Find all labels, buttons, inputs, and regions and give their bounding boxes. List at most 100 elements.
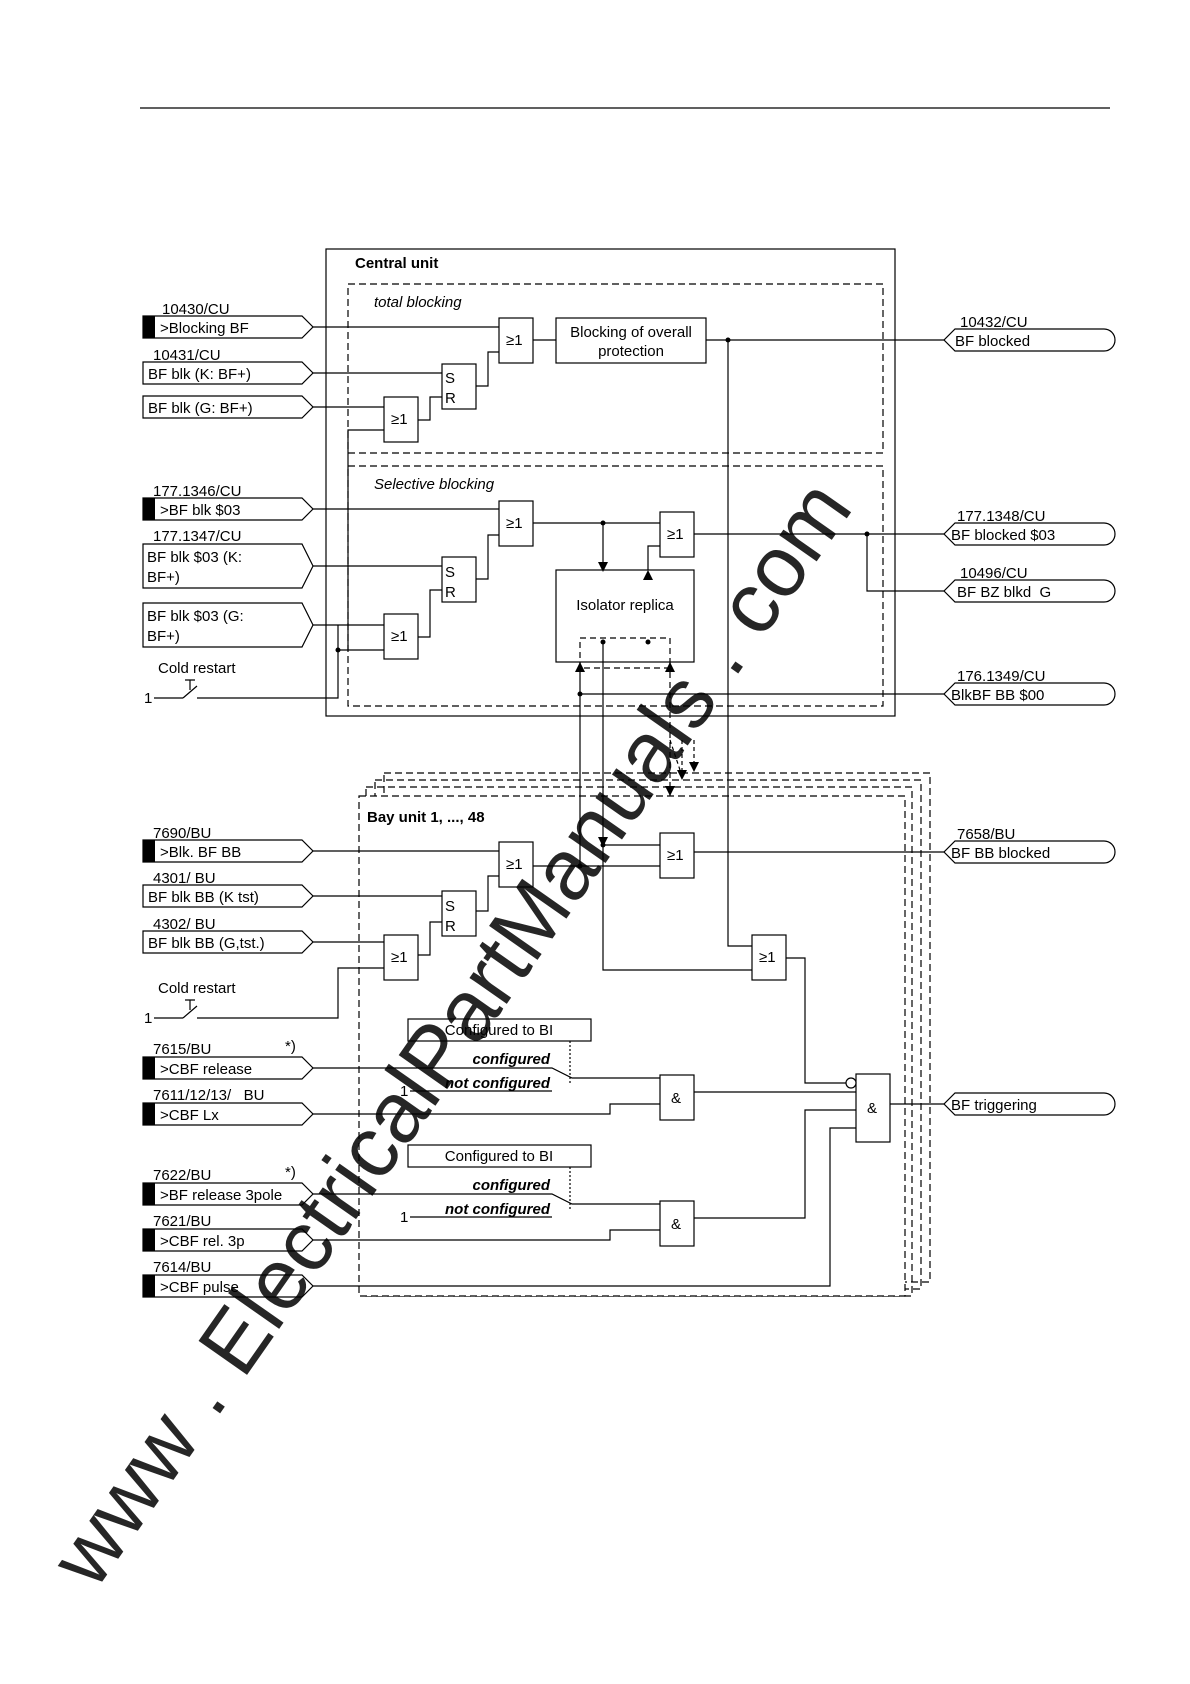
input-marker-1	[143, 316, 155, 338]
junction-6	[645, 639, 651, 645]
and-gate-1-label: &	[671, 1090, 681, 1107]
inverter-bubble	[845, 1077, 857, 1089]
switch-icon-cold-restart-bay	[182, 999, 198, 1019]
junction-3	[864, 531, 870, 537]
input-number-bf-blk-03: 177.1346/CU	[153, 483, 241, 500]
input-number-cbf-lx: 7611/12/13/ BU	[153, 1087, 264, 1104]
or-gate-selective-label: ≥1	[506, 515, 523, 532]
cold-restart-label-bay: Cold restart	[158, 980, 236, 997]
input-number-cbf-pulse: 7614/BU	[153, 1259, 211, 1276]
sr-selective-s: S	[445, 564, 455, 581]
input-number-cbf-rel-3p: 7621/BU	[153, 1213, 211, 1230]
arrow-up-1	[575, 662, 585, 672]
output-box-bf-blocked-03	[943, 522, 1116, 546]
selective-blocking-label: Selective blocking	[374, 476, 495, 493]
arrow-up-2	[665, 662, 675, 672]
wire-or-to-sr-r	[418, 396, 442, 421]
input-number-bf-release-3pole: 7622/BU	[153, 1167, 211, 1184]
arrow-down-3	[665, 786, 675, 796]
wire-isolator-down-2	[602, 642, 752, 971]
or-gate-selective-out-label: ≥1	[667, 526, 684, 543]
output-label-bf-blocked: BF blocked	[955, 333, 1030, 350]
or-gate-selective-reset-label: ≥1	[391, 628, 408, 645]
input-marker-6	[143, 1183, 155, 1205]
wire-isolator-to-or	[647, 545, 660, 570]
output-box-bf-blocked	[943, 328, 1116, 352]
output-number-blkbf-bb: 176.1349/CU	[957, 668, 1045, 685]
output-number-bf-blocked-03: 177.1348/CU	[957, 508, 1045, 525]
input-box-bf-blk-bb-g	[142, 930, 314, 954]
output-box-blkbf-bb-00	[943, 682, 1116, 706]
input-label-bf-blk-g: BF blk (G: BF+)	[148, 400, 253, 417]
output-label-blkbf-bb: BlkBF BB $00	[951, 687, 1044, 704]
sr-total-s: S	[445, 370, 455, 387]
central-unit-frame	[325, 248, 896, 717]
input-note-bf-release-3pole: *)	[285, 1164, 296, 1181]
or-gate-bay-block-label: ≥1	[506, 856, 523, 873]
sr-bay-r: R	[445, 918, 456, 935]
output-number-bf-blocked: 10432/CU	[960, 314, 1028, 331]
input-marker-3	[143, 840, 155, 862]
or-gate-bay-block	[498, 841, 534, 888]
input-box-bf-blk-03-k	[142, 543, 314, 589]
sr-selective-r: R	[445, 584, 456, 601]
output-label-bf-bb-blocked: BF BB blocked	[951, 845, 1050, 862]
or-gate-total-reset-label: ≥1	[391, 411, 408, 428]
configured-1: configured	[473, 1051, 551, 1068]
blocking-overall-line2: protection	[598, 343, 664, 360]
arrow-to-isolator	[598, 562, 608, 572]
config-title-2: Configured to BI	[445, 1148, 553, 1165]
and-gate-bf-triggering	[855, 1073, 891, 1143]
input-label-bf-blk-k: BF blk (K: BF+)	[148, 366, 251, 383]
output-label-bf-bz-blkd: BF BZ blkd G	[957, 584, 1051, 601]
junction-9	[600, 842, 606, 848]
wire-bay-or-to-sr	[418, 921, 442, 956]
total-blocking-label: total blocking	[374, 294, 462, 311]
central-unit-title: Central unit	[355, 255, 438, 272]
wire-cold-restart-bay-b	[197, 967, 384, 1019]
input-marker-2	[143, 498, 155, 520]
junction-1	[725, 337, 731, 343]
cold-restart-label-central: Cold restart	[158, 660, 236, 677]
isolator-replica-box	[555, 569, 695, 663]
or-gate-bay-out	[659, 832, 695, 879]
input-number-bf-blk-bb-g: 4302/ BU	[153, 916, 216, 933]
config-box-bf-release-3pole	[407, 1144, 592, 1168]
input-number-blocking-bf: 10430/CU	[162, 301, 230, 318]
or-gate-bay-out-label: ≥1	[667, 847, 684, 864]
output-box-bf-bz-blkd-g	[943, 579, 1116, 603]
bay-unit-title: Bay unit 1, ..., 48	[367, 809, 485, 826]
constant-1: 1	[400, 1083, 408, 1100]
input-box-bf-blk-g	[142, 395, 314, 419]
junction-8	[577, 863, 583, 869]
input-number-bf-blk-k: 10431/CU	[153, 347, 221, 364]
blocking-overall-line1: Blocking of overall	[570, 324, 692, 341]
input-label-bf-blk-03-k-2: BF+)	[147, 569, 180, 586]
or-gate-bay-reset	[383, 934, 419, 981]
input-number-bf-blk-bb-k: 4301/ BU	[153, 870, 216, 887]
and-gate-trigger-label: &	[867, 1100, 877, 1117]
input-label-bf-blk-03-g-1: BF blk $03 (G:	[147, 608, 244, 625]
cold-restart-value-bay: 1	[144, 1010, 152, 1027]
config-title-1: Configured to BI	[445, 1022, 553, 1039]
wire-overall-down	[727, 340, 752, 947]
not-configured-2: not configured	[445, 1201, 551, 1218]
input-label-blk-bf-bb: >Blk. BF BB	[160, 844, 241, 861]
input-marker-4	[143, 1057, 155, 1079]
wire-bay-sr-to-or	[476, 875, 499, 912]
sr-total-r: R	[445, 390, 456, 407]
input-number-bf-blk-03-k: 177.1347/CU	[153, 528, 241, 545]
and-gate-bf-release-3pole	[659, 1200, 695, 1247]
input-label-cbf-pulse: >CBF pulse	[160, 1279, 239, 1296]
input-label-bf-blk-03-g-2: BF+)	[147, 628, 180, 645]
wire-cbf-pulse	[313, 1127, 856, 1287]
output-number-bf-bb-blocked: 7658/BU	[957, 826, 1015, 843]
and-gate-2-label: &	[671, 1216, 681, 1233]
configured-2: configured	[473, 1177, 551, 1194]
output-number-bf-bz-blkd: 10496/CU	[960, 565, 1028, 582]
input-box-bf-blk-03-g	[142, 602, 314, 648]
junction-2	[600, 520, 606, 526]
wire-sel-sr-to-or	[476, 534, 499, 580]
output-box-bf-triggering	[943, 1092, 1116, 1116]
